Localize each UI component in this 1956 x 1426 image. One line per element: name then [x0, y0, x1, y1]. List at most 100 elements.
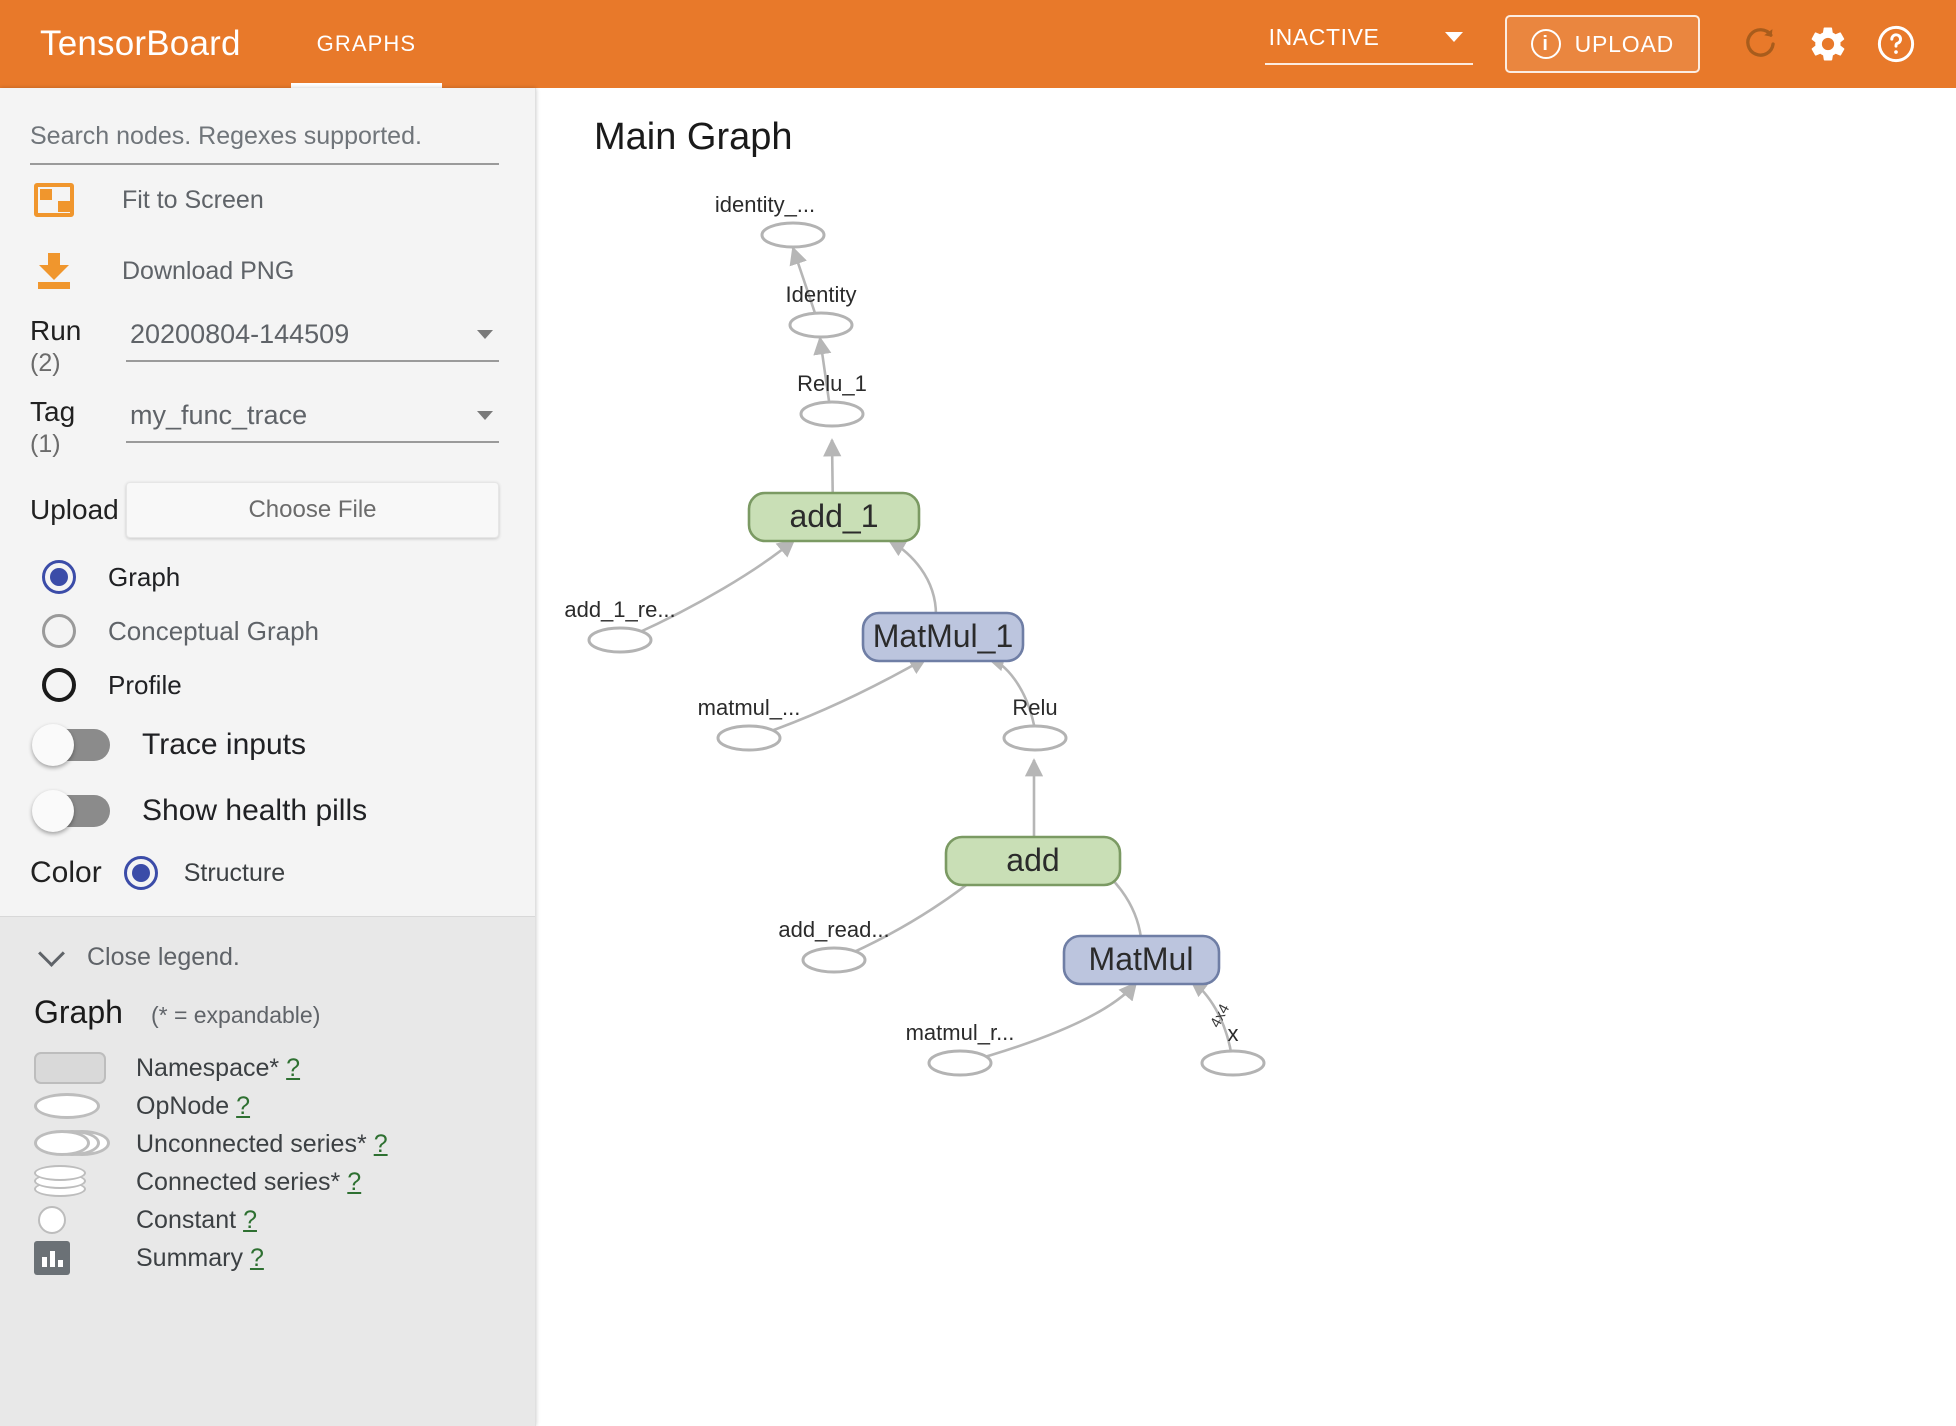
upload-button-label: UPLOAD [1574, 30, 1674, 57]
sidebar: Fit to Screen Download PNG Run (2) 20200… [0, 88, 536, 1426]
upload-label: Upload [30, 494, 119, 526]
radio-graph-label: Graph [108, 561, 181, 592]
node-relu-1[interactable]: Relu_1 [797, 371, 867, 428]
node-add-1-read[interactable]: add_1_re... [564, 597, 676, 654]
brand-title: TensorBoard [40, 24, 241, 63]
help-icon[interactable] [1875, 23, 1917, 65]
toggle-show-health-pills-switch [32, 790, 110, 833]
node-matmul-read-1[interactable]: matmul_... [698, 695, 801, 752]
tab-graphs-label: GRAPHS [316, 31, 417, 56]
node-add-label: add [1006, 842, 1059, 878]
toggle-trace-inputs[interactable]: Trace inputs [0, 712, 535, 778]
search-wrapper [30, 122, 499, 165]
info-icon: i [1530, 29, 1561, 59]
upload-button[interactable]: i UPLOAD [1504, 15, 1700, 73]
legend-item-unconnected-series: Unconnected series*? [0, 1125, 535, 1163]
gear-icon[interactable] [1807, 23, 1849, 65]
radio-conceptual-graph-indicator [42, 614, 76, 649]
refresh-icon[interactable] [1743, 25, 1781, 63]
graph-svg: identity_... Identity Relu_1 [564, 192, 1266, 1077]
help-link[interactable]: ? [249, 1243, 264, 1272]
sidebar-divider [0, 916, 535, 918]
node-identity-out-label: identity_... [715, 192, 815, 217]
legend-namespace-label: Namespace*? [136, 1053, 301, 1082]
node-matmul-1-label: MatMul_1 [873, 618, 1014, 654]
node-add-read[interactable]: add_read... [778, 917, 890, 974]
node-identity[interactable]: Identity [786, 282, 857, 339]
namespace-icon [34, 1052, 112, 1085]
fit-to-screen-button[interactable]: Fit to Screen [0, 165, 535, 235]
tag-count: (1) [30, 429, 61, 458]
radio-color-structure-indicator[interactable] [123, 856, 158, 891]
radio-profile[interactable]: Profile [0, 658, 535, 712]
close-legend-label: Close legend. [87, 943, 240, 972]
node-add-1[interactable]: add_1 [747, 491, 921, 543]
chevron-down-icon [477, 330, 493, 339]
radio-conceptual-graph-label: Conceptual Graph [108, 615, 320, 646]
run-status-dropdown[interactable]: INACTIVE [1264, 23, 1473, 65]
download-png-button[interactable]: Download PNG [0, 235, 535, 307]
run-label: Run [30, 315, 82, 346]
node-add[interactable]: add [944, 835, 1122, 887]
run-status-value: INACTIVE [1268, 23, 1380, 50]
choose-file-button[interactable]: Choose File [126, 482, 499, 539]
download-png-label: Download PNG [122, 256, 295, 285]
download-icon [34, 253, 74, 289]
run-value: 20200804-144509 [130, 319, 350, 349]
node-relu[interactable]: Relu [1002, 695, 1068, 752]
chevron-down-icon [38, 940, 65, 968]
node-x[interactable]: x [1200, 1021, 1266, 1077]
node-matmul-read-1-label: matmul_... [698, 695, 801, 720]
legend-item-opnode: OpNode? [0, 1087, 535, 1125]
legend-unconnected-series-label: Unconnected series*? [136, 1129, 388, 1158]
radio-graph-indicator [42, 560, 76, 595]
color-label: Color [30, 856, 102, 890]
radio-graph[interactable]: Graph [0, 550, 535, 604]
fit-to-screen-icon [34, 183, 74, 217]
help-link[interactable]: ? [286, 1053, 301, 1082]
toggle-show-health-pills[interactable]: Show health pills [0, 778, 535, 844]
search-input[interactable] [30, 122, 499, 165]
legend-panel: Close legend. Graph (* = expandable) Nam… [0, 917, 535, 1426]
node-add-1-label: add_1 [790, 498, 879, 534]
legend-item-constant: Constant? [0, 1201, 535, 1239]
graph-canvas[interactable]: Main Graph [536, 88, 1956, 1426]
legend-constant-label: Constant? [136, 1205, 257, 1234]
node-matmul-1[interactable]: MatMul_1 [861, 611, 1025, 663]
legend-connected-series-label: Connected series*? [136, 1167, 362, 1196]
legend-summary-label: Summary? [136, 1243, 264, 1272]
toggle-trace-inputs-label: Trace inputs [142, 728, 306, 762]
tag-dropdown[interactable]: my_func_trace [126, 400, 499, 443]
run-dropdown[interactable]: 20200804-144509 [126, 319, 499, 362]
unconnected-series-icon [34, 1130, 112, 1158]
node-identity-out[interactable]: identity_... [715, 192, 826, 249]
help-link[interactable]: ? [243, 1205, 257, 1234]
constant-icon [34, 1206, 112, 1235]
tag-value: my_func_trace [130, 399, 308, 430]
chevron-down-icon [477, 410, 493, 420]
close-legend-button[interactable]: Close legend. [0, 940, 535, 994]
tab-graphs[interactable]: GRAPHS [290, 0, 443, 88]
node-matmul-label: MatMul [1089, 941, 1194, 977]
edge-add1read-to-add1 [621, 538, 796, 642]
tag-field: Tag (1) my_func_trace [0, 388, 535, 469]
node-identity-label: Identity [786, 282, 857, 307]
help-link[interactable]: ? [236, 1091, 251, 1120]
nav-tabs: GRAPHS [290, 0, 443, 88]
node-relu-label: Relu [1012, 695, 1057, 720]
page-title: Main Graph [594, 116, 793, 158]
body: Fit to Screen Download PNG Run (2) 20200… [0, 88, 1956, 1426]
radio-profile-label: Profile [108, 669, 182, 700]
edge-matmulread-to-matmul [963, 981, 1138, 1065]
radio-profile-indicator [42, 668, 76, 703]
run-field-label: Run (2) [30, 315, 126, 380]
node-matmul[interactable]: MatMul [1062, 934, 1221, 986]
summary-icon [34, 1241, 112, 1276]
radio-conceptual-graph[interactable]: Conceptual Graph [0, 604, 535, 658]
help-link[interactable]: ? [347, 1167, 362, 1196]
help-link[interactable]: ? [373, 1129, 388, 1158]
run-field: Run (2) 20200804-144509 [0, 307, 535, 388]
graph-nodes: identity_... Identity Relu_1 [564, 192, 1266, 1077]
chevron-down-icon [1444, 32, 1463, 42]
node-matmul-read[interactable]: matmul_r... [906, 1020, 1015, 1077]
